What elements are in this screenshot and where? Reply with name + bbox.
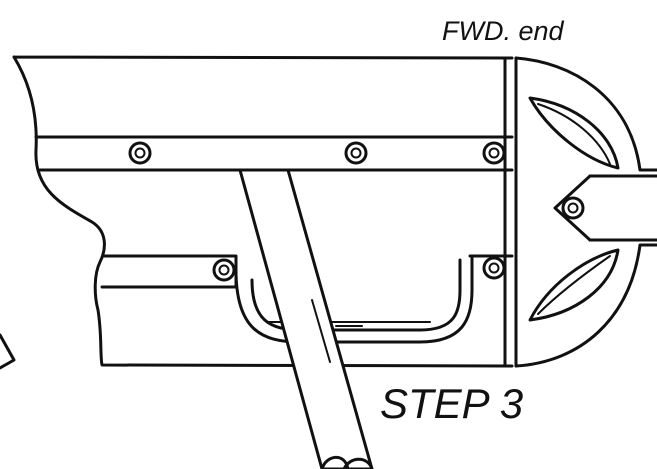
screw-icon — [212, 258, 236, 282]
lower-lens — [528, 248, 620, 322]
screw-icon — [482, 141, 506, 165]
nose-socket-tip — [553, 174, 592, 242]
fwd-end-label: FWD. end — [442, 16, 565, 46]
upper-lens — [528, 96, 620, 170]
screw-icon — [482, 256, 506, 280]
screw-icon — [128, 141, 152, 165]
u-bracket-inner — [250, 258, 462, 332]
diagonal-strut — [238, 168, 374, 469]
step-label: STEP 3 — [380, 380, 523, 427]
left-edge-fragment — [0, 333, 16, 370]
upper-lens-inner — [537, 103, 611, 165]
strut-bracket-right — [311, 299, 331, 363]
fuselage-outline — [12, 55, 514, 368]
lower-rail-left — [102, 254, 238, 288]
nose-cap-outline — [514, 56, 657, 368]
strut-bracket-left — [275, 299, 293, 361]
screw-icon — [344, 141, 368, 165]
screw-icon — [561, 196, 585, 220]
strut-foot-loop-2 — [342, 457, 374, 469]
lower-lens-inner — [537, 255, 611, 315]
nose-socket — [588, 174, 657, 242]
